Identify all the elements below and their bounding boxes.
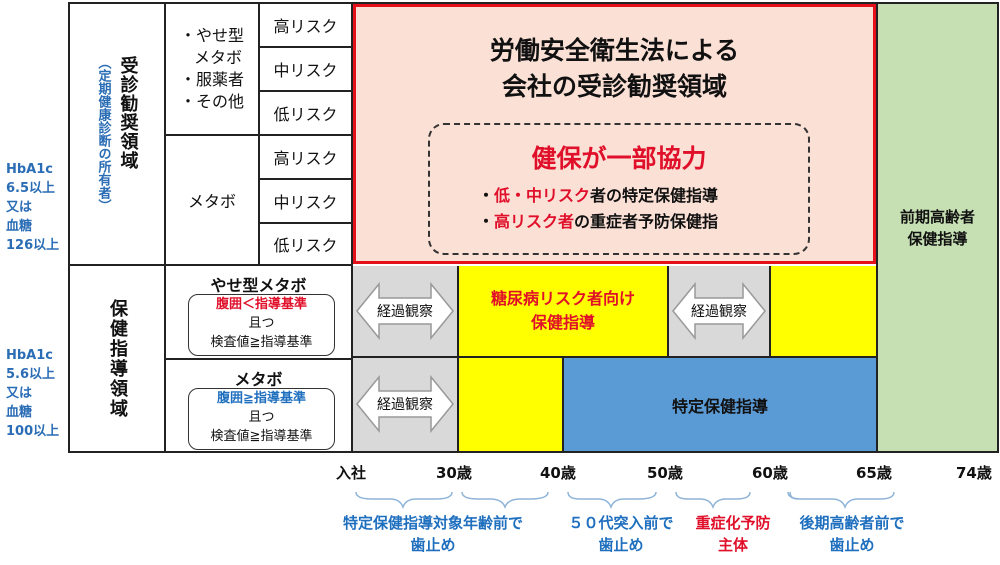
consultation-region-label: 受診勧奨領域 （定期健康診断の所有者） bbox=[68, 2, 166, 266]
axis-label-30: 30歳 bbox=[436, 464, 472, 482]
observation-zone-2: 経過観察 bbox=[667, 266, 771, 358]
note-before-fifties: ５０代突入前で 歯止め bbox=[568, 514, 674, 554]
guidance-region-title: 保健指導領域 bbox=[107, 298, 128, 419]
range-brace-elderly bbox=[787, 491, 895, 510]
note-severity-prevention: 重症化予防 主体 bbox=[695, 514, 771, 554]
axis-label-60: 60歳 bbox=[752, 464, 788, 482]
elderly-guidance-zone: 前期高齢者保健指導 bbox=[876, 2, 999, 453]
group-metabo-upper: メタボ bbox=[164, 134, 260, 266]
group-metabo-lower-title: メタボ bbox=[234, 370, 283, 389]
group-thin-metabo-criteria: 腹囲＜指導基準 且つ 検査値≧指導基準 bbox=[188, 294, 335, 356]
diabetes-risk-guidance-zone: 糖尿病リスク者向け保健指導 bbox=[459, 266, 667, 358]
consultation-region-title: 受診勧奨領域 bbox=[117, 56, 139, 170]
kenpo-cooperation-title: 健保が一部協力 bbox=[531, 144, 707, 173]
yellow-zone-30 bbox=[459, 358, 562, 451]
double-arrow-icon bbox=[672, 281, 766, 341]
observation-label-1: 経過観察 bbox=[377, 304, 433, 320]
observation-zone-3: 経過観察 bbox=[353, 358, 459, 451]
risk-cell-low-2: 低リスク bbox=[258, 222, 353, 266]
risk-cell-low-1: 低リスク bbox=[258, 90, 353, 136]
company-consultation-title: 労働安全衛生法による 会社の受診勧奨領域 bbox=[489, 36, 740, 101]
risk-cell-high-1: 高リスク bbox=[258, 2, 353, 48]
risk-cell-mid-2: 中リスク bbox=[258, 178, 353, 224]
axis-label-entry: 入社 bbox=[336, 464, 367, 482]
consultation-region-note: （定期健康診断の所有者） bbox=[95, 56, 111, 212]
group-metabo-lower-criteria: 腹囲≧指導基準 且つ 検査値≧指導基準 bbox=[188, 388, 335, 450]
group-thin-metabo-title: やせ型メタボ bbox=[210, 276, 307, 295]
note-before-late-elderly: 後期高齢者前で 歯止め bbox=[799, 514, 905, 554]
kenpo-cooperation-box: 健保が一部協力 ・低・中リスク者の特定保健指導 ・高リスク者の重症者予防保健指 bbox=[428, 123, 810, 255]
company-consultation-box: 労働安全衛生法による 会社の受診勧奨領域 健保が一部協力 ・低・中リスク者の特定… bbox=[353, 4, 876, 264]
observation-label-3: 経過観察 bbox=[377, 397, 433, 413]
observation-label-2: 経過観察 bbox=[691, 304, 747, 320]
group-thin-metabo: やせ型メタボ 腹囲＜指導基準 且つ 検査値≧指導基準 bbox=[164, 264, 353, 360]
observation-zone-1: 経過観察 bbox=[353, 266, 459, 358]
axis-label-65: 65歳 bbox=[856, 464, 892, 482]
note-before-target-age: 特定保健指導対象年齢前で 歯止め bbox=[342, 514, 523, 554]
group-metabo-lower: メタボ 腹囲≧指導基準 且つ 検査値≧指導基準 bbox=[164, 358, 353, 453]
range-braces bbox=[355, 491, 799, 510]
risk-cell-high-2: 高リスク bbox=[258, 134, 353, 180]
guidance-region-label: 保健指導領域 bbox=[68, 264, 166, 453]
axis-label-50: 50歳 bbox=[647, 464, 683, 482]
yellow-zone-60 bbox=[771, 266, 876, 358]
group-thin-metabo-meds: ・やせ型 メタボ ・服薬者 ・その他 bbox=[164, 2, 260, 136]
kenpo-cooperation-items: ・低・中リスク者の特定保健指導 ・高リスク者の重症者予防保健指 bbox=[478, 186, 719, 231]
axis-label-40: 40歳 bbox=[540, 464, 576, 482]
risk-cell-mid-1: 中リスク bbox=[258, 46, 353, 92]
double-arrow-icon bbox=[356, 281, 454, 341]
specific-health-guidance-zone: 特定保健指導 bbox=[562, 358, 876, 451]
double-arrow-icon bbox=[356, 374, 454, 434]
axis-label-74: 74歳 bbox=[956, 464, 992, 482]
